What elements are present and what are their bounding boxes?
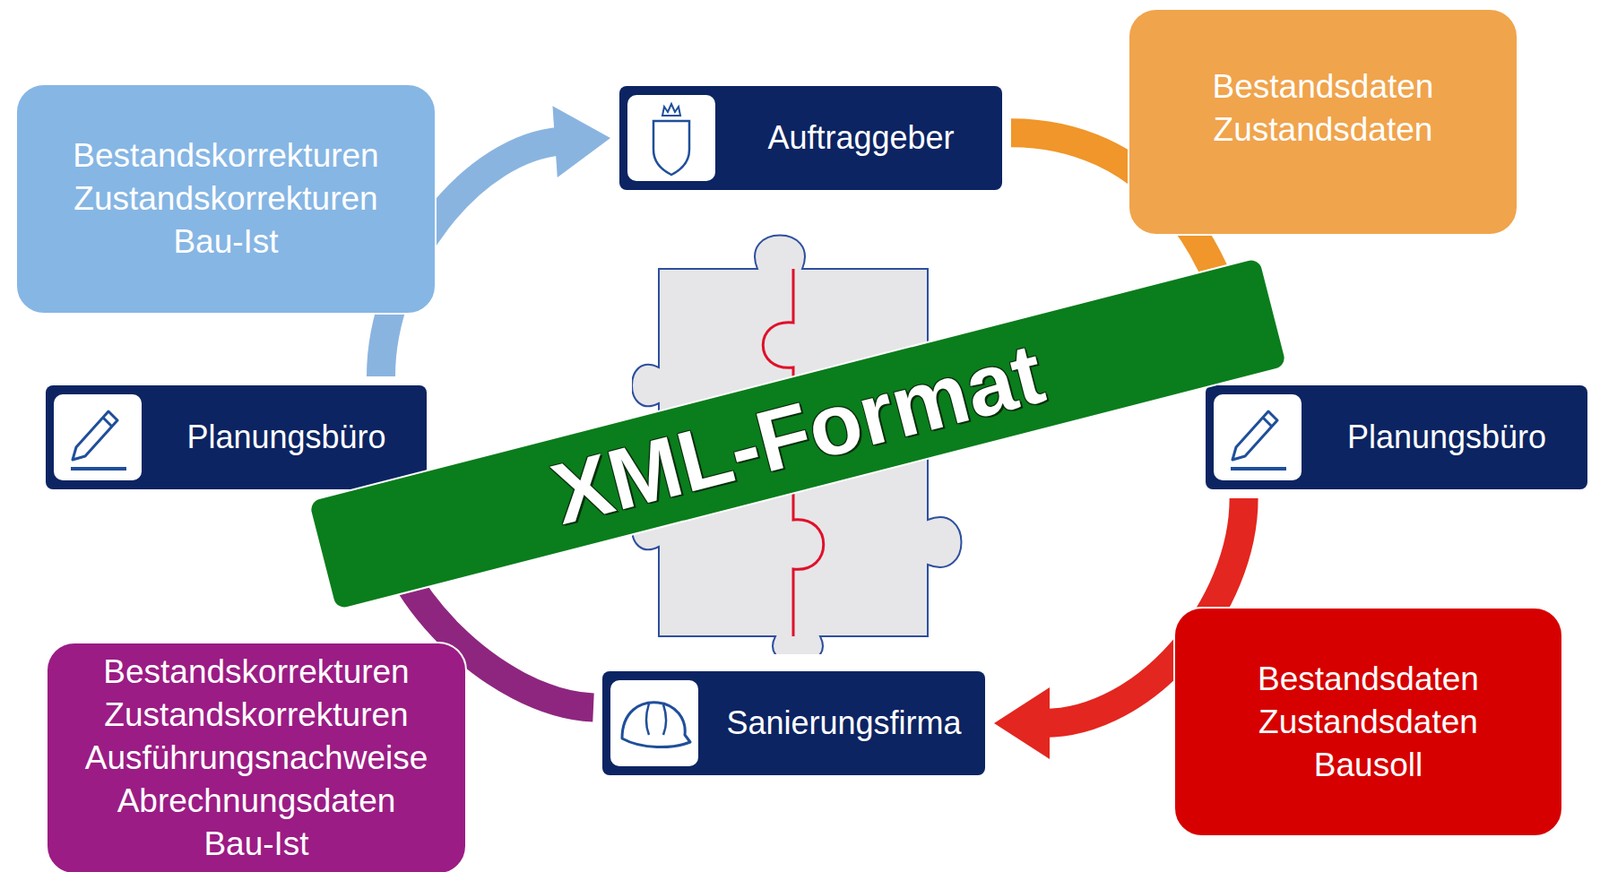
- box-label: Planungsbüro: [186, 418, 386, 457]
- helmet-icon: [609, 679, 700, 768]
- data-box: Bestandsdaten Zustandsdaten Bausoll: [1173, 606, 1564, 838]
- data-box: Bestandskorrekturen Zustandskorrekturen …: [45, 641, 468, 872]
- data-box: Bestandskorrekturen Zustandskorrekturen …: [15, 83, 437, 315]
- pencil-icon: [52, 393, 143, 482]
- box-label: Bestandskorrekturen Zustandskorrekturen …: [70, 134, 381, 264]
- box-label: Planungsbüro: [1347, 418, 1547, 457]
- arrow-head: [994, 687, 1050, 760]
- box-label: Auftraggeber: [767, 119, 954, 157]
- data-box: Bestandsdaten Zustandsdaten: [1127, 8, 1519, 236]
- pencil-icon: [1212, 393, 1303, 482]
- box-label: Bestandsdaten Zustandsdaten Bausoll: [1255, 657, 1481, 788]
- coat-of-arms-icon: [626, 94, 717, 182]
- box-label: Bestandskorrekturen Zustandskorrekturen …: [83, 650, 431, 866]
- arrow-head: [552, 105, 611, 178]
- box-label: Sanierungsfirma: [726, 704, 961, 743]
- box-label: Bestandsdaten Zustandsdaten: [1210, 65, 1436, 152]
